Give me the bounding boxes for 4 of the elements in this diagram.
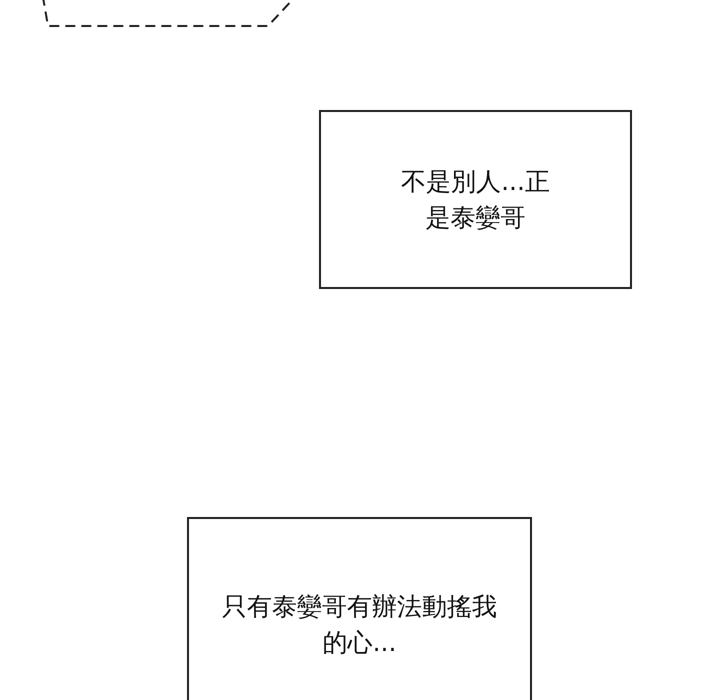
caption-text: 不是別人...正是泰孌哥: [400, 166, 551, 234]
caption-text: 只有泰孌哥有辦法動搖我的心...: [221, 591, 498, 659]
caption-box: [319, 110, 632, 289]
caption-box: [187, 517, 532, 700]
